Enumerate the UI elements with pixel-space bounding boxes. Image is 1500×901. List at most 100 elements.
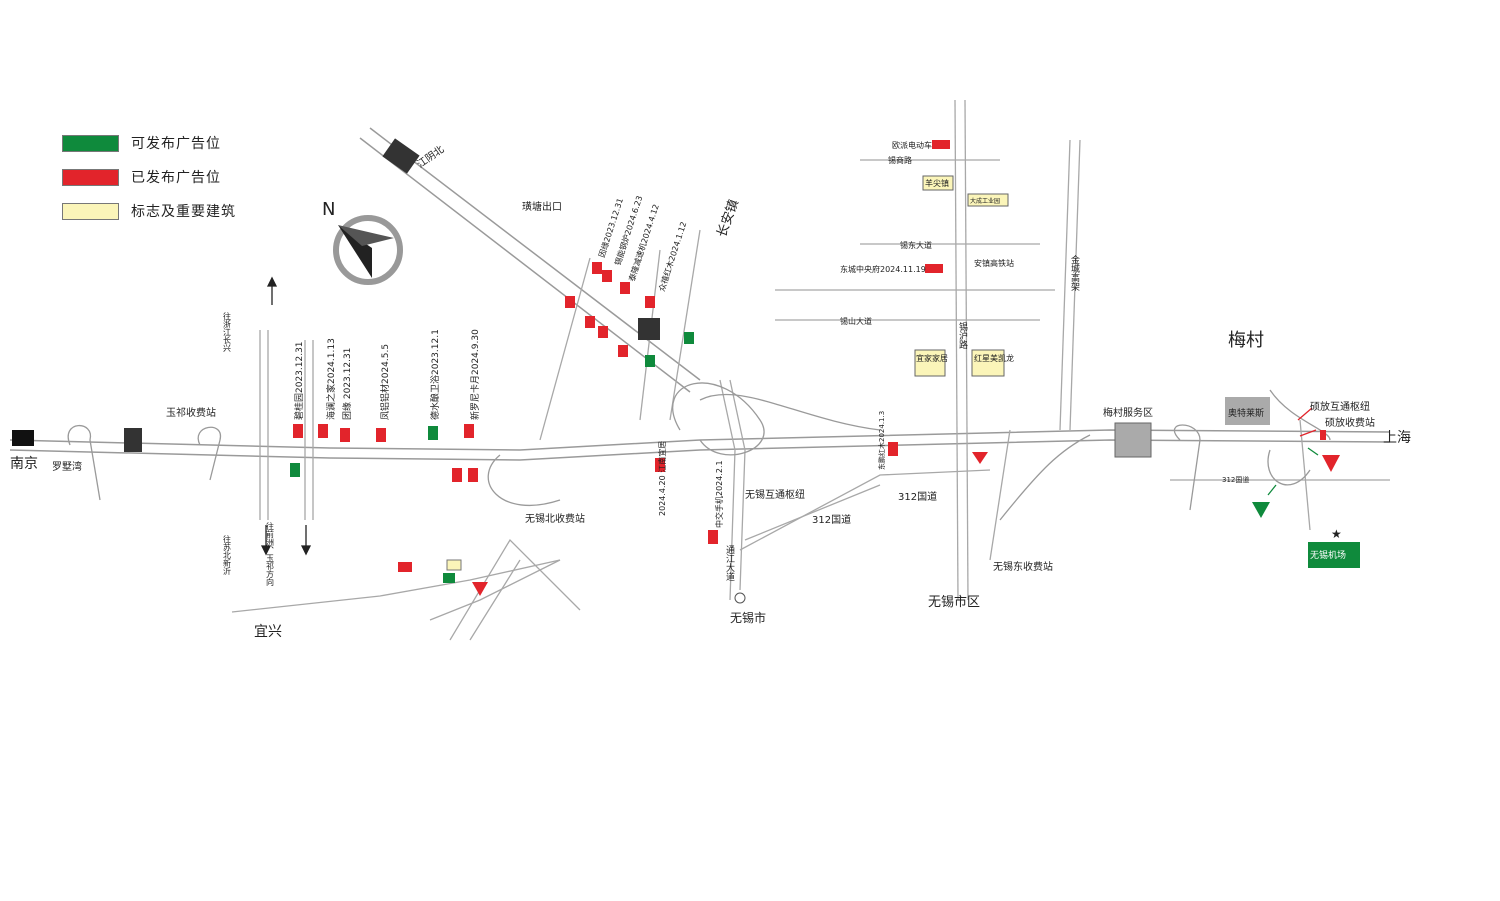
ad-boards-north [290,424,898,544]
label-ad-h61: 中交手机2024.2.1 [714,460,724,528]
ad-board[interactable] [293,424,303,438]
label-outlets: 奥特莱斯 [1228,407,1264,419]
label-luosiwan: 罗墅湾 [52,460,82,473]
legend-label-available: 可发布广告位 [131,136,221,152]
ad-board[interactable] [618,345,628,357]
legend-swatch-landmark [62,202,119,220]
ad-board-triangle[interactable] [472,582,488,596]
label-ad-h07b: 凤铝铝材2024.5.5 [379,344,391,420]
ad-board[interactable] [468,468,478,482]
label-airport: 无锡机场 [1310,549,1346,561]
yijia-box [914,349,946,377]
ad-board[interactable] [598,326,608,338]
label-anzhen-station: 安镇高铁站 [974,258,1014,268]
legend-label-landmark: 标志及重要建筑 [131,204,236,220]
ad-board[interactable] [645,296,655,308]
ad-board[interactable] [565,296,575,308]
label-ad-h07: 海澜之家2024.1.13 [325,338,337,420]
legend-published: 已发布广告位 [62,160,236,194]
ad-board[interactable] [446,559,462,571]
ad-board[interactable] [925,264,943,273]
label-yijia: 宜家家居 [916,353,948,363]
ad-board[interactable] [585,316,595,328]
other-roads [231,99,1390,641]
label-g312b: 312国道 [812,513,851,526]
label-g312: 312国道 [898,490,937,503]
toll-gantry-jiangyin [382,138,420,174]
ad-board-triangle[interactable] [972,452,988,464]
label-yixing: 宜兴 [254,624,282,640]
main-expressway [9,429,1391,461]
arrow-down-icon [260,545,272,556]
label-changan: 长安镇 [715,198,742,240]
outlets-box [1225,397,1270,425]
ad-board-triangle[interactable] [1322,455,1340,472]
ad-board[interactable] [592,262,602,274]
yangjian-box [922,175,954,191]
legend-swatch-published [62,168,119,186]
label-nanjing: 南京 [10,456,38,472]
ad-board[interactable] [340,428,350,442]
legend-label-published: 已发布广告位 [131,170,221,186]
label-jiangyin-north: 江阴北 [415,143,446,170]
ad-board[interactable] [464,424,474,438]
airport-box [1308,542,1360,568]
label-ad-h04: 新罗尼卡月2024.9.30 [469,329,481,420]
legend-swatch-available [62,134,119,152]
ad-board[interactable] [645,355,655,367]
direction-arrows [260,276,1319,556]
place-labels: 南京 上海 罗墅湾 玉祁收费站 无锡北收费站 无锡东收费站 无锡互通枢纽 硕放互… [10,140,1411,640]
ad-board[interactable] [443,573,455,583]
ad-board[interactable] [888,442,898,456]
ad-board[interactable] [428,426,438,440]
label-oupai: 欧派电动车 [892,140,932,150]
ad-board[interactable] [602,270,612,282]
ad-board-triangle[interactable] [1252,502,1270,518]
label-dongcheng: 东城中央府2024.11.19 [840,264,926,274]
ad-boards-jiangyin [565,262,694,367]
label-ad-h72: 东鹏红木2024.1.3 [877,411,886,470]
label-ad-h62: 2024.4.20 江南宜居 [657,441,667,516]
label-wuxi-north-toll: 无锡北收费站 [525,512,585,525]
ad-board[interactable] [318,424,328,438]
label-ad-j04: 众禧红木2024.1.12 [656,220,688,292]
ad-board[interactable] [376,428,386,442]
arrow-up-icon [266,276,278,287]
ad-board[interactable] [452,468,462,482]
ad-board[interactable] [1320,430,1326,440]
label-g312c: 312国道 [1222,475,1249,484]
label-xidong-road: 锡东大道 [900,240,932,250]
label-to-suzhou: 往苏北新沂 [223,534,232,576]
arrow-down-icon [300,545,312,556]
label-wuxi-hub: 无锡互通枢纽 [745,488,805,501]
label-meicun-service: 梅村服务区 [1103,406,1153,419]
ad-board[interactable] [655,458,665,472]
ad-board[interactable] [708,530,718,544]
label-meicun: 梅村 [1228,330,1264,351]
legend-available: 可发布广告位 [62,126,236,160]
label-to-zhejiang: 往浙江长兴 [223,311,232,353]
label-yuqi-toll: 玉祁收费站 [166,406,216,419]
label-to-qianzhou: 往前洲、玉祁方向 [266,521,275,586]
ad-board[interactable] [620,282,630,294]
industrial-box [967,193,1009,207]
hongxing-box [971,349,1005,377]
label-hongxing: 红星美凯龙 [974,353,1014,363]
label-xihu-road: 锡沪路 [957,322,968,350]
ad-board[interactable] [398,562,412,572]
ad-board[interactable] [684,332,694,344]
label-ad-h03: 德水酿卫浴2023.12.1 [429,329,441,420]
label-shanghai: 上海 [1383,430,1411,446]
airport-star-icon: ★ [1331,527,1342,541]
toll-gantry-west [124,428,142,452]
label-industrial: 大成工业园 [970,197,1000,205]
label-yangjian: 羊尖镇 [925,178,949,188]
ad-board[interactable] [290,463,300,477]
nanjing-marker [12,430,34,446]
label-jincheng: 金城高架 [1069,254,1080,292]
label-xishan-road: 锡山大道 [840,316,872,326]
legend-landmark: 标志及重要建筑 [62,194,236,228]
wuxi-city-marker-icon [734,592,746,604]
ad-board[interactable] [932,140,950,149]
